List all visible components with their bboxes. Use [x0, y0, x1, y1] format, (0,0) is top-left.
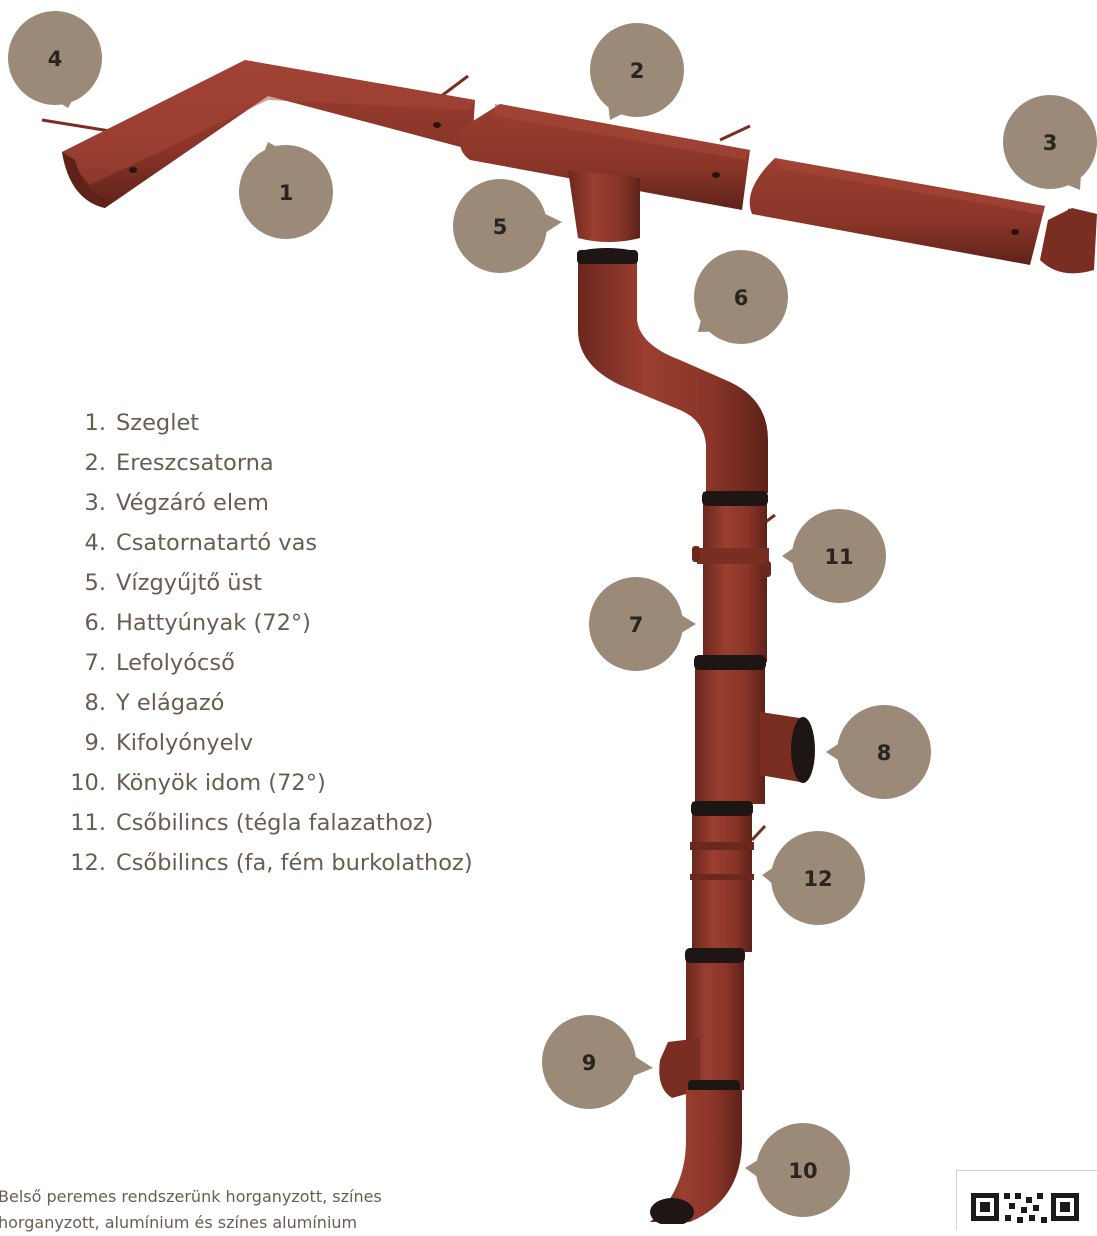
parts-list-number: 1. — [60, 403, 116, 443]
parts-list-number: 6. — [60, 603, 116, 643]
parts-list-number: 11. — [60, 803, 116, 843]
callout-5: 5 — [453, 179, 562, 273]
parts-list-item: 3.Végzáró elem — [60, 483, 473, 523]
callout-number: 3 — [1043, 131, 1058, 155]
callout-number: 9 — [582, 1051, 597, 1075]
parts-list-number: 3. — [60, 483, 116, 523]
parts-list-number: 4. — [60, 523, 116, 563]
footer-line-1: Belső peremes rendszerünk horganyzott, s… — [0, 1184, 518, 1210]
parts-list-item: 6.Hattyúnyak (72°) — [60, 603, 473, 643]
callout-1: 1 — [239, 142, 333, 239]
parts-list-number: 5. — [60, 563, 116, 603]
parts-list-name: Y elágazó — [116, 683, 224, 723]
parts-list-item: 4.Csatornatartó vas — [60, 523, 473, 563]
qr-code-box — [956, 1170, 1097, 1230]
callout-number: 4 — [48, 47, 63, 71]
parts-list-number: 10. — [60, 763, 116, 803]
callout-7: 7 — [589, 577, 696, 671]
parts-list-name: Könyök idom (72°) — [116, 763, 326, 803]
outlet-drop — [568, 170, 640, 242]
parts-list-item: 12.Csőbilincs (fa, fém burkolathoz) — [60, 843, 473, 883]
callout-number: 11 — [824, 545, 853, 569]
callout-6: 6 — [694, 250, 788, 344]
parts-list-number: 8. — [60, 683, 116, 723]
parts-list-item: 11.Csőbilincs (tégla falazathoz) — [60, 803, 473, 843]
callout-4: 4 — [8, 11, 102, 108]
callout-number: 6 — [734, 286, 749, 310]
parts-list-name: Csatornatartó vas — [116, 523, 317, 563]
callout-8: 8 — [826, 705, 931, 799]
callout-9: 9 — [542, 1015, 653, 1109]
callout-number: 2 — [630, 59, 645, 83]
callout-12: 12 — [762, 831, 865, 925]
parts-list-number: 9. — [60, 723, 116, 763]
parts-list-item: 9.Kifolyónyelv — [60, 723, 473, 763]
parts-list-name: Hattyúnyak (72°) — [116, 603, 311, 643]
callout-number: 8 — [877, 741, 892, 765]
footer-line-2: horganyzott, alumínium és színes alumíni… — [0, 1210, 518, 1236]
parts-list-name: Végzáró elem — [116, 483, 269, 523]
callout-10: 10 — [745, 1123, 850, 1217]
parts-list-item: 7.Lefolyócső — [60, 643, 473, 683]
parts-list-item: 8.Y elágazó — [60, 683, 473, 723]
qr-code-icon — [971, 1189, 1081, 1229]
parts-list-number: 12. — [60, 843, 116, 883]
parts-list-name: Kifolyónyelv — [116, 723, 253, 763]
parts-list-item: 5.Vízgyűjtő üst — [60, 563, 473, 603]
callout-number: 1 — [279, 181, 294, 205]
callout-3: 3 — [1003, 95, 1097, 190]
callout-2: 2 — [590, 23, 684, 120]
footer-description: Belső peremes rendszerünk horganyzott, s… — [0, 1184, 518, 1236]
parts-list-item: 1.Szeglet — [60, 403, 473, 443]
parts-list-name: Lefolyócső — [116, 643, 235, 683]
parts-list-name: Vízgyűjtő üst — [116, 563, 262, 603]
callout-11: 11 — [782, 509, 886, 603]
parts-list-name: Csőbilincs (fa, fém burkolathoz) — [116, 843, 473, 883]
callout-number: 10 — [788, 1159, 817, 1183]
parts-list-name: Csőbilincs (tégla falazathoz) — [116, 803, 433, 843]
callout-number: 7 — [629, 613, 644, 637]
parts-list-item: 2.Ereszcsatorna — [60, 443, 473, 483]
parts-list-item: 10.Könyök idom (72°) — [60, 763, 473, 803]
parts-list-name: Ereszcsatorna — [116, 443, 274, 483]
parts-list-number: 2. — [60, 443, 116, 483]
parts-list-name: Szeglet — [116, 403, 199, 443]
parts-list-number: 7. — [60, 643, 116, 683]
callout-number: 12 — [803, 867, 832, 891]
callout-number: 5 — [493, 215, 508, 239]
